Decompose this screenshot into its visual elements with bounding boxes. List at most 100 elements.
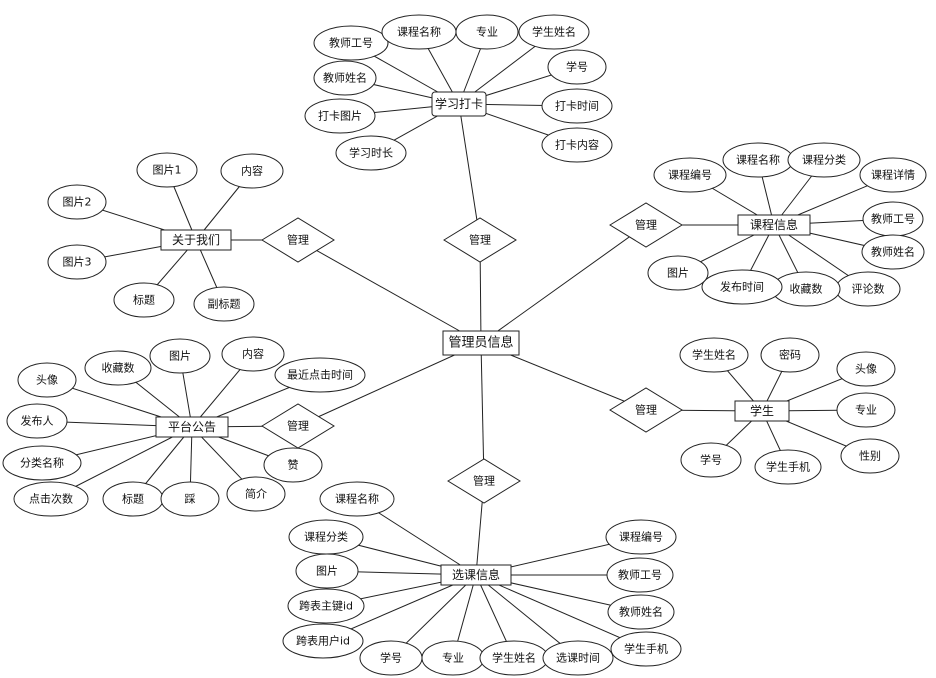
attribute-label: 学号 — [380, 651, 402, 665]
entity-label: 学生 — [750, 403, 774, 418]
attribute-label: 专业 — [442, 651, 464, 665]
attribute-label: 分类名称 — [20, 456, 64, 470]
attribute-ellipse — [861, 234, 925, 270]
attribute-label: 课程详情 — [871, 168, 915, 182]
attribute-label: 简介 — [245, 487, 267, 501]
attribute-ellipse — [607, 594, 675, 630]
attribute-ellipse — [313, 60, 377, 96]
attribute-label: 专业 — [476, 25, 498, 39]
attribute-ellipse — [226, 476, 286, 512]
attribute-label: 副标题 — [208, 297, 241, 311]
attribute-label: 教师姓名 — [619, 605, 663, 619]
attribute-ellipse — [542, 640, 614, 676]
entity-label: 关于我们 — [172, 232, 220, 247]
attribute-label: 收藏数 — [790, 282, 823, 296]
attribute-label: 标题 — [133, 293, 155, 307]
attribute-label: 性别 — [859, 449, 881, 463]
attribute-ellipse — [701, 269, 783, 305]
entity-label: 学习打卡 — [435, 96, 483, 111]
entity-box — [737, 214, 811, 236]
attribute-label: 学号 — [700, 453, 722, 467]
relationship-diamond — [609, 387, 683, 433]
attribute-ellipse — [610, 631, 682, 667]
central-entity-box — [442, 330, 520, 356]
attribute-label: 头像 — [855, 363, 877, 376]
attribute-ellipse — [605, 519, 677, 555]
attribute-ellipse — [47, 244, 107, 280]
attribute-ellipse — [193, 286, 255, 322]
entity-box — [440, 564, 512, 586]
attribute-ellipse — [84, 350, 152, 386]
attribute-label: 踩 — [185, 493, 196, 506]
attribute-ellipse — [836, 351, 896, 387]
connector-line — [458, 103, 481, 241]
relationship-label: 管理 — [469, 233, 491, 247]
attribute-label: 打卡内容 — [555, 138, 599, 152]
attribute-ellipse — [149, 338, 211, 374]
attribute-ellipse — [313, 25, 389, 61]
attribute-label: 课程编号 — [668, 168, 712, 182]
relationship-diamond — [261, 217, 335, 263]
entity-label: 平台公告 — [168, 419, 216, 434]
connector-line — [480, 342, 485, 482]
central-entity-label: 管理员信息 — [448, 335, 513, 351]
attribute-ellipse — [221, 336, 285, 372]
attribute-ellipse — [282, 623, 364, 659]
attribute-ellipse — [335, 135, 407, 171]
attribute-label: 发布时间 — [720, 280, 764, 294]
entity-box — [734, 400, 790, 422]
attribute-label: 最近点击时间 — [287, 369, 353, 382]
attribute-label: 教师工号 — [871, 213, 915, 226]
attribute-label: 点击次数 — [29, 492, 73, 506]
attribute-label: 课程分类 — [304, 530, 348, 544]
attribute-label: 图片 — [316, 565, 338, 578]
attribute-label: 学生手机 — [766, 460, 810, 474]
attribute-ellipse — [606, 557, 674, 593]
relationship-label: 管理 — [473, 474, 495, 488]
attribute-label: 教师姓名 — [871, 245, 915, 259]
attribute-ellipse — [680, 442, 742, 478]
attribute-ellipse — [295, 553, 359, 589]
attribute-ellipse — [13, 481, 89, 517]
attribute-ellipse — [274, 357, 366, 393]
attribute-label: 专业 — [855, 403, 877, 417]
attribute-ellipse — [518, 14, 590, 50]
attribute-ellipse — [840, 438, 900, 474]
attribute-ellipse — [6, 403, 68, 439]
attribute-ellipse — [113, 282, 175, 318]
relationship-label: 管理 — [635, 403, 657, 417]
attribute-ellipse — [2, 445, 82, 481]
attribute-ellipse — [541, 127, 613, 163]
attribute-label: 跨表主键id — [299, 599, 353, 613]
relationship-diamond — [443, 217, 517, 263]
attribute-label: 打卡时间 — [555, 99, 599, 113]
attribute-ellipse — [547, 49, 607, 85]
attribute-label: 图片 — [169, 350, 191, 363]
attribute-ellipse — [679, 337, 749, 373]
attribute-label: 教师姓名 — [323, 71, 367, 85]
attribute-ellipse — [220, 153, 284, 189]
attribute-label: 图片3 — [63, 256, 92, 269]
attribute-label: 内容 — [241, 164, 263, 178]
attribute-label: 打卡图片 — [318, 109, 362, 123]
attribute-label: 学习时长 — [349, 146, 393, 160]
attribute-label: 图片2 — [63, 196, 92, 209]
diagram-nodes: 管理管理管理管理管理管理教师工号课程名称专业学生姓名学号打卡时间打卡内容学习时长… — [2, 14, 927, 676]
attribute-label: 教师工号 — [329, 37, 373, 50]
attribute-label: 内容 — [242, 347, 264, 361]
attribute-ellipse — [541, 88, 613, 124]
entity-box — [155, 416, 229, 438]
attribute-ellipse — [760, 337, 820, 373]
relationship-diamond — [609, 202, 683, 248]
attribute-label: 学号 — [566, 60, 588, 74]
attribute-label: 课程编号 — [619, 530, 663, 544]
attribute-ellipse — [647, 255, 709, 291]
attribute-label: 课程名称 — [335, 492, 379, 506]
attribute-ellipse — [17, 362, 77, 398]
connector-line — [297, 239, 482, 344]
attribute-label: 图片1 — [153, 164, 182, 177]
attribute-ellipse — [859, 157, 927, 193]
attribute-label: 标题 — [122, 492, 144, 506]
attribute-ellipse — [136, 152, 198, 188]
